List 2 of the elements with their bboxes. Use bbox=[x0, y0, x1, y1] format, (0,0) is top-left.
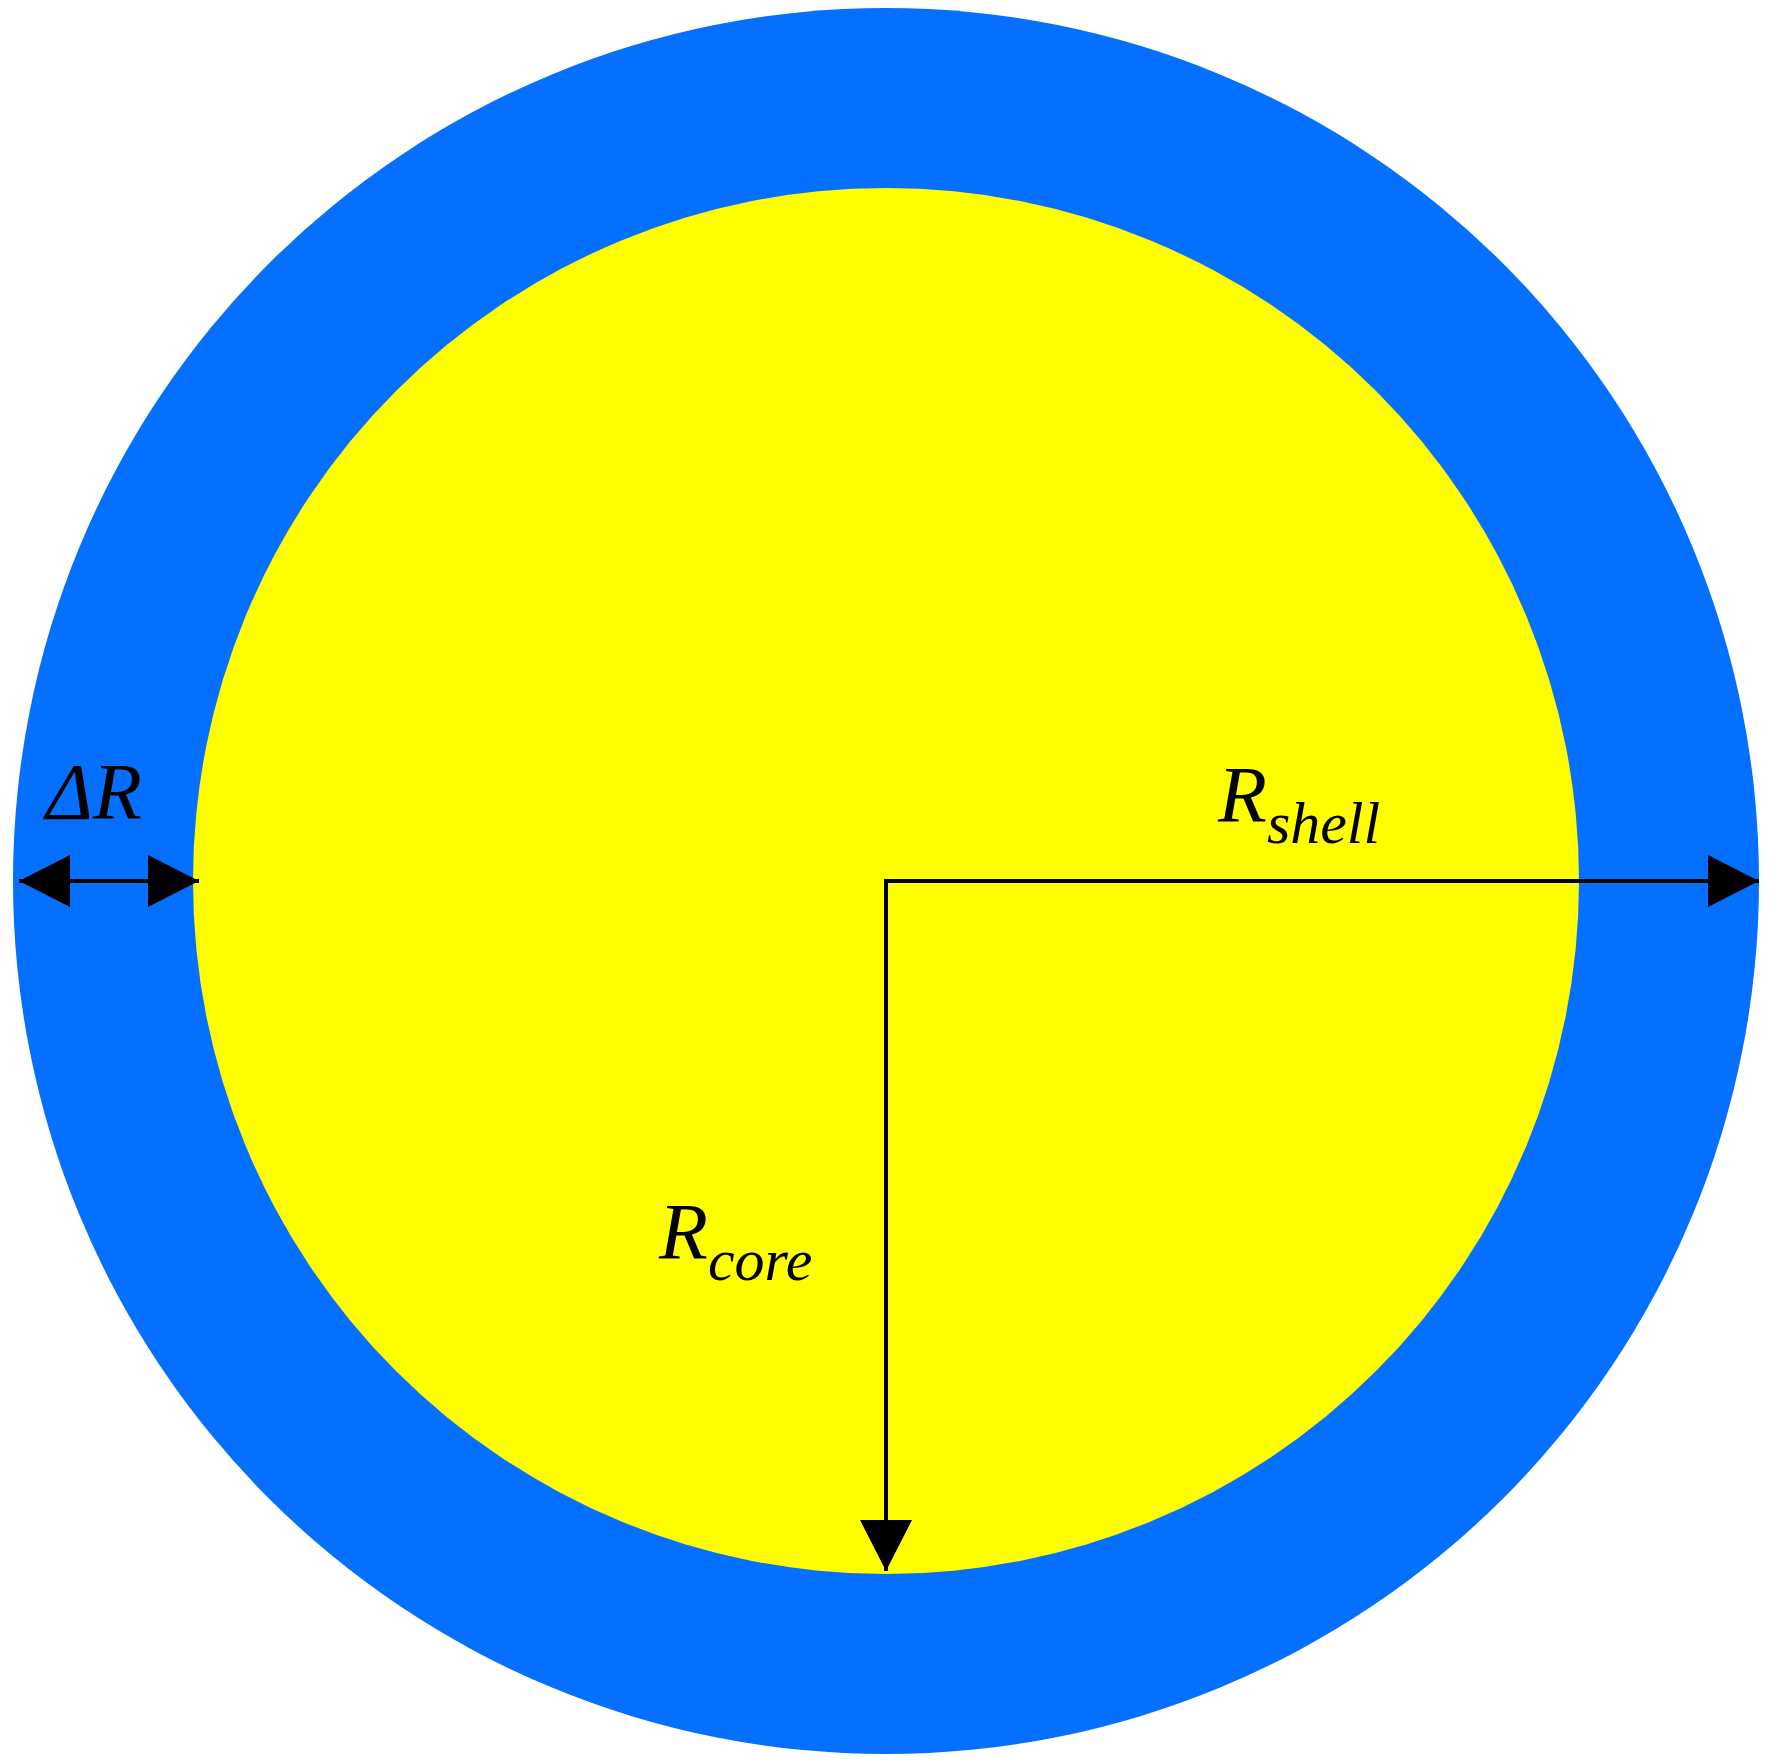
dimension-label: R$_{core}$ bbox=[659, 1192, 813, 1290]
dimension-label: R$_{shell}$ bbox=[1218, 755, 1381, 853]
